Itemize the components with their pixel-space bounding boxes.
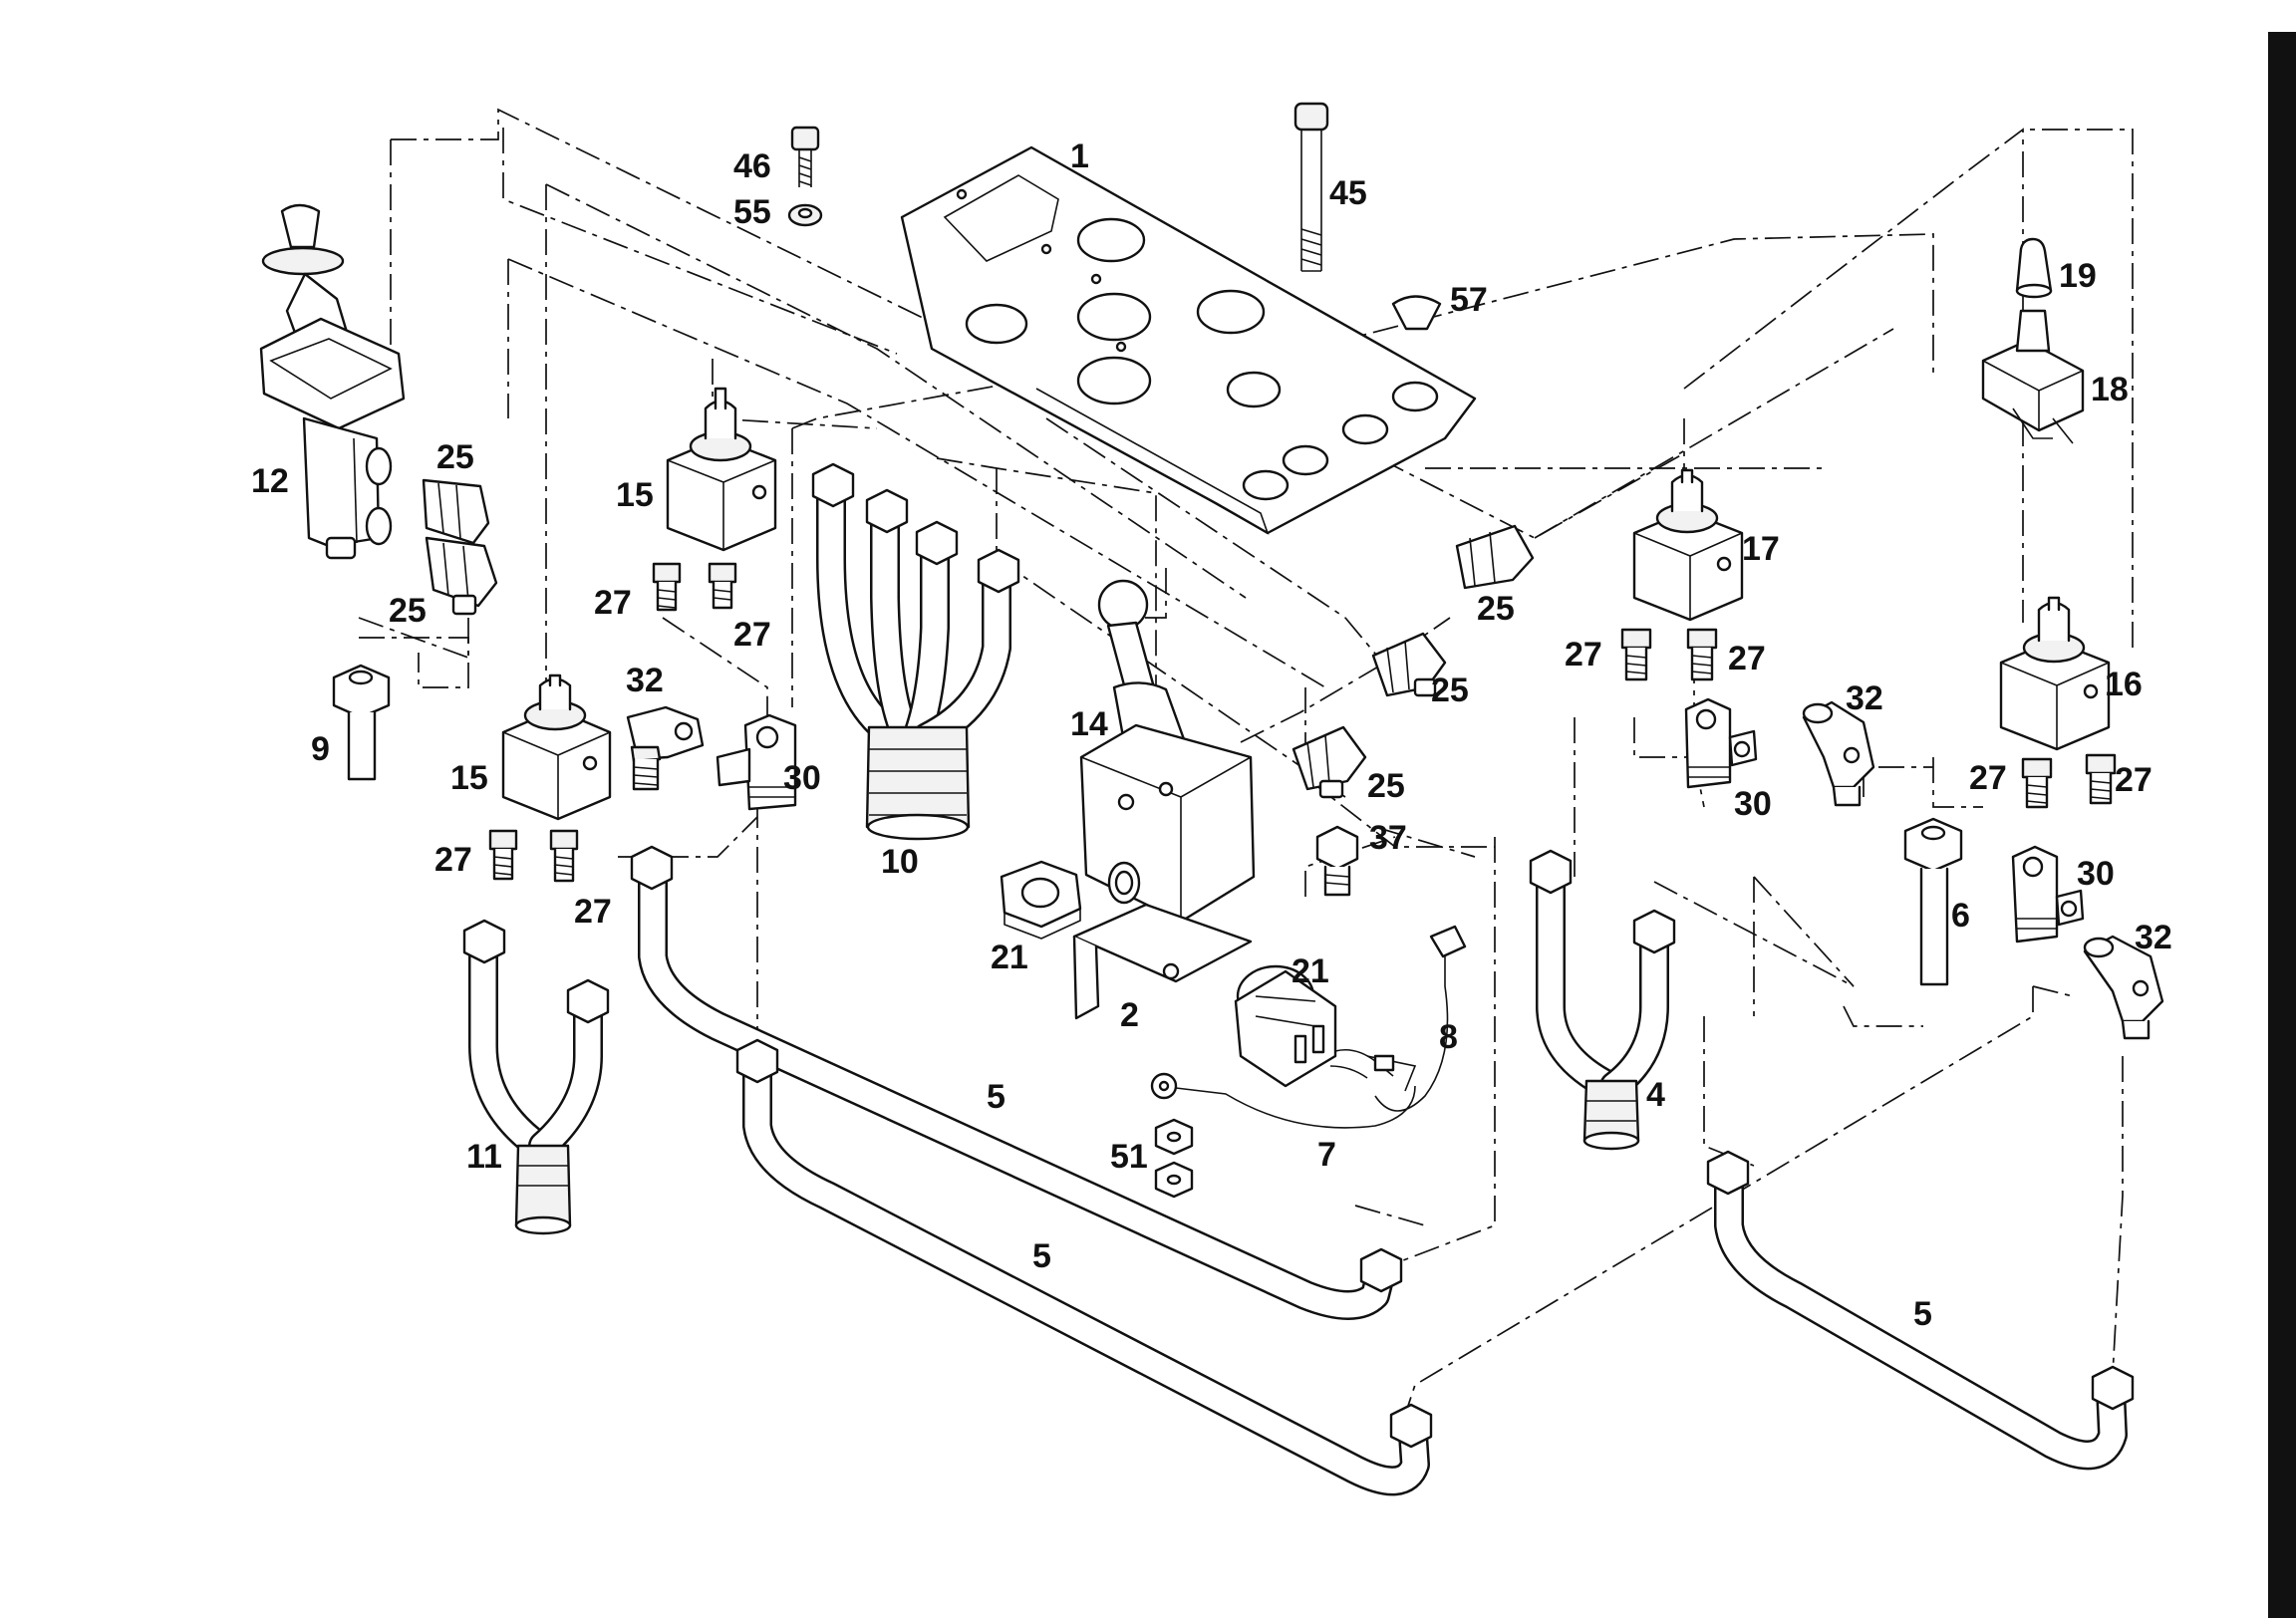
label-27-b: 27 bbox=[733, 616, 771, 654]
fitting-25-right-top bbox=[1455, 524, 1535, 590]
pipe-5-right bbox=[1706, 1150, 2135, 1471]
joystick-valve-14 bbox=[1079, 579, 1256, 924]
label-5-b: 5 bbox=[1032, 1237, 1051, 1275]
label-1: 1 bbox=[1070, 137, 1089, 175]
bracket-2 bbox=[1072, 903, 1253, 1020]
label-12: 12 bbox=[251, 462, 289, 500]
fitting-27-a bbox=[652, 562, 682, 612]
tube-fitting-9 bbox=[332, 664, 391, 781]
toggle-switch-18 bbox=[1981, 309, 2085, 444]
label-7: 7 bbox=[1317, 1136, 1336, 1174]
elbow-fitting-32-left bbox=[626, 705, 705, 791]
y-hose-4 bbox=[1529, 849, 1676, 1151]
label-10: 10 bbox=[881, 843, 919, 881]
label-51: 51 bbox=[1110, 1138, 1148, 1176]
wire-8 bbox=[1366, 925, 1467, 1112]
label-5-c: 5 bbox=[1913, 1295, 1932, 1333]
fitting-25-lower-left bbox=[425, 536, 498, 616]
part-labels: 1 45 46 55 57 19 18 12 25 25 9 15 27 27 … bbox=[251, 137, 2172, 1333]
fitting-27-f bbox=[1686, 628, 1718, 681]
hose-bundle-10 bbox=[811, 462, 1020, 841]
pipe-5-lower bbox=[735, 1038, 1433, 1496]
pressure-switch-21 bbox=[1234, 964, 1394, 1088]
label-25-b: 25 bbox=[389, 592, 427, 630]
label-15-b: 15 bbox=[450, 759, 488, 797]
fitting-25-mid-2 bbox=[1292, 725, 1367, 799]
label-27-e: 27 bbox=[1565, 636, 1602, 674]
cap-57 bbox=[1391, 295, 1442, 331]
label-15-a: 15 bbox=[616, 476, 654, 514]
label-16: 16 bbox=[2105, 666, 2143, 703]
label-30-a: 30 bbox=[783, 759, 821, 797]
fitting-27-d bbox=[549, 829, 579, 883]
tube-fitting-6 bbox=[1903, 817, 1963, 986]
mounting-panel bbox=[900, 145, 1477, 535]
label-11: 11 bbox=[466, 1138, 502, 1176]
fitting-27-e bbox=[1620, 628, 1652, 681]
label-27-a: 27 bbox=[594, 584, 632, 622]
solenoid-valve-15-upper bbox=[666, 387, 777, 552]
fitting-37 bbox=[1315, 825, 1359, 897]
label-5-a: 5 bbox=[987, 1078, 1005, 1116]
label-32-b: 32 bbox=[1846, 679, 1883, 717]
solenoid-valve-17 bbox=[1632, 468, 1744, 622]
label-25-e: 25 bbox=[1367, 767, 1405, 805]
hex-nut-21 bbox=[1000, 860, 1082, 940]
fitting-25-mid-1 bbox=[1371, 632, 1447, 697]
label-32-c: 32 bbox=[2135, 919, 2172, 956]
fitting-27-b bbox=[708, 562, 737, 610]
label-46: 46 bbox=[733, 147, 771, 185]
screw-46 bbox=[790, 126, 820, 187]
label-45: 45 bbox=[1329, 174, 1367, 212]
label-57: 57 bbox=[1450, 281, 1488, 319]
nuts-51 bbox=[1154, 1118, 1194, 1199]
solenoid-valve-15-lower bbox=[501, 674, 612, 821]
pipe-5-upper bbox=[630, 845, 1403, 1320]
label-27-f: 27 bbox=[1728, 640, 1766, 677]
label-2: 2 bbox=[1120, 996, 1139, 1034]
page-edge-bar bbox=[2268, 32, 2296, 1618]
fitting-25-upper-left bbox=[422, 478, 490, 545]
bolt-45 bbox=[1293, 102, 1329, 272]
tee-fitting-30-right bbox=[2011, 845, 2085, 944]
label-25-c: 25 bbox=[1477, 590, 1515, 628]
label-8: 8 bbox=[1439, 1018, 1458, 1056]
fitting-27-h bbox=[2085, 753, 2117, 805]
label-37: 37 bbox=[1369, 819, 1407, 857]
label-27-h: 27 bbox=[2115, 761, 2152, 799]
elbow-fitting-32-mid bbox=[1802, 700, 1875, 807]
elbow-fitting-32-right bbox=[2083, 935, 2164, 1040]
fitting-27-g bbox=[2021, 757, 2053, 809]
label-27-d: 27 bbox=[574, 893, 612, 931]
label-30-b: 30 bbox=[1734, 785, 1772, 823]
hand-control-valve-12 bbox=[259, 203, 406, 560]
label-9: 9 bbox=[311, 730, 330, 768]
label-25-a: 25 bbox=[436, 438, 474, 476]
label-14: 14 bbox=[1070, 705, 1108, 743]
fitting-27-c bbox=[488, 829, 518, 881]
washer-55 bbox=[787, 203, 823, 227]
y-hose-11 bbox=[462, 919, 610, 1235]
label-6: 6 bbox=[1951, 897, 1970, 935]
solenoid-valve-16 bbox=[1999, 596, 2111, 751]
label-25-d: 25 bbox=[1431, 672, 1469, 709]
label-21-a: 21 bbox=[991, 939, 1028, 976]
label-27-c: 27 bbox=[434, 841, 472, 879]
toggle-lever-19 bbox=[2015, 237, 2053, 299]
label-18: 18 bbox=[2091, 371, 2129, 408]
label-21-b: 21 bbox=[1292, 952, 1329, 990]
label-19: 19 bbox=[2059, 257, 2097, 295]
label-17: 17 bbox=[1742, 530, 1780, 568]
ground-wire-7 bbox=[1150, 1072, 1416, 1129]
label-55: 55 bbox=[733, 193, 771, 231]
tee-fitting-30-mid bbox=[1684, 697, 1758, 789]
label-30-c: 30 bbox=[2077, 855, 2115, 893]
label-27-g: 27 bbox=[1969, 759, 2007, 797]
label-4: 4 bbox=[1646, 1076, 1665, 1114]
page-edge-mark bbox=[2268, 40, 2296, 54]
label-32-a: 32 bbox=[626, 662, 664, 699]
tee-fitting-30-left bbox=[716, 713, 797, 811]
